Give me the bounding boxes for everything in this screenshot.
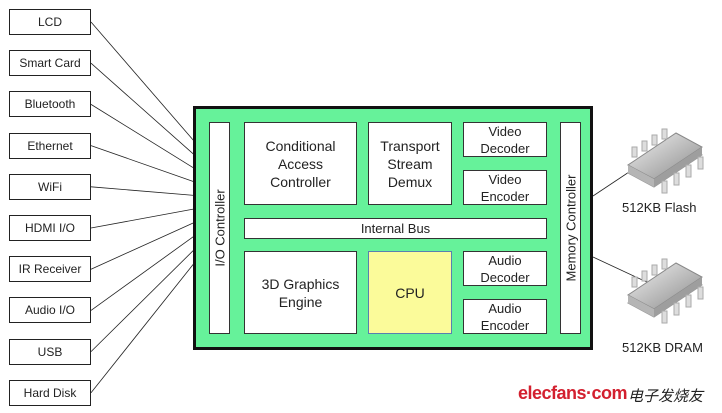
wire-2: [90, 104, 195, 169]
dram-label: 512KB DRAM: [622, 340, 703, 355]
transport-stream-demux[interactable]: Transport Stream Demux: [368, 122, 452, 205]
audio-decoder[interactable]: Audio Decoder: [463, 251, 547, 286]
memory-controller[interactable]: Memory Controller: [560, 122, 581, 334]
wire-6: [90, 222, 195, 270]
internal-bus[interactable]: Internal Bus: [244, 218, 547, 239]
flash-label: 512KB Flash: [622, 200, 697, 215]
wire-1: [90, 62, 195, 155]
3d-graphics-engine[interactable]: 3D Graphics Engine: [244, 251, 357, 334]
wire-7: [90, 235, 195, 311]
watermark-brand: elecfans·com: [518, 383, 628, 403]
peripheral-ethernet[interactable]: Ethernet: [9, 132, 91, 159]
video-encoder[interactable]: Video Encoder: [463, 170, 547, 205]
peripheral-wifi[interactable]: WiFi: [9, 173, 91, 200]
memory-controller-label: Memory Controller: [563, 174, 578, 282]
cpu-block[interactable]: CPU: [368, 251, 452, 334]
peripheral-bluetooth[interactable]: Bluetooth: [9, 91, 91, 118]
peripheral-audio-i-o[interactable]: Audio I/O: [9, 297, 91, 324]
peripheral-usb[interactable]: USB: [9, 338, 91, 365]
soc-board: I/O Controller Conditional Access Contro…: [193, 106, 593, 350]
wire-8: [90, 249, 195, 352]
wire-4: [90, 186, 195, 196]
peripheral-lcd[interactable]: LCD: [9, 9, 91, 35]
watermark-chinese: 电子发烧友: [628, 387, 704, 405]
peripheral-ir-receiver[interactable]: IR Receiver: [9, 256, 91, 283]
conditional-access-controller[interactable]: Conditional Access Controller: [244, 122, 357, 205]
peripheral-hdmi-i-o[interactable]: HDMI I/O: [9, 215, 91, 241]
flash-chip-icon: [627, 128, 704, 194]
wire-0: [90, 21, 195, 142]
io-controller-label: I/O Controller: [212, 189, 227, 267]
peripheral-hard-disk[interactable]: Hard Disk: [9, 379, 91, 406]
dram-chip-icon: [627, 258, 704, 324]
wire-5: [90, 208, 195, 229]
audio-encoder[interactable]: Audio Encoder: [463, 299, 547, 334]
wire-9: [90, 263, 195, 394]
peripheral-smart-card[interactable]: Smart Card: [9, 50, 91, 77]
wire-3: [90, 145, 195, 183]
io-controller[interactable]: I/O Controller: [209, 122, 230, 334]
video-decoder[interactable]: Video Decoder: [463, 122, 547, 157]
